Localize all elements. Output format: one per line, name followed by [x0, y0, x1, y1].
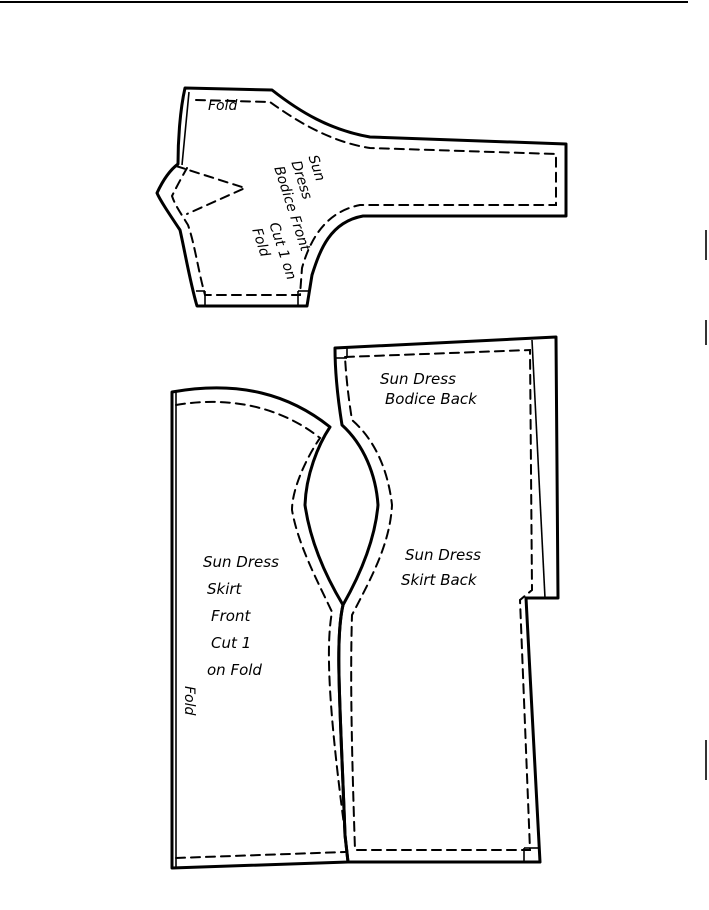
- bodice-back-label-2: Bodice Back: [385, 390, 478, 408]
- center-back-line: [531, 339, 546, 599]
- bodice-front-label-1: Sun: [305, 153, 328, 183]
- skirt-front-piece: Sun Dress Skirt Front Cut 1 on Fold Fold: [170, 386, 350, 870]
- back-piece: Sun Dress Bodice Back Sun Dress Skirt Ba…: [333, 335, 560, 864]
- skirt-front-label-2: Skirt: [207, 580, 243, 598]
- skirt-front-label-4: Cut 1: [211, 634, 251, 652]
- center-back-line: [555, 336, 559, 599]
- skirt-front-label-3: Front: [211, 607, 251, 625]
- skirt-back-label-2: Skirt Back: [401, 571, 478, 589]
- skirt-front-label-1: Sun Dress: [203, 553, 279, 571]
- fold-line: [181, 91, 190, 166]
- back-sew-line: [344, 348, 534, 851]
- skirt-front-sew-line: [175, 400, 347, 841]
- skirt-front-fold-label: Fold: [181, 686, 197, 716]
- bodice-dart: [175, 165, 248, 215]
- bodice-back-label-1: Sun Dress: [380, 370, 456, 388]
- bodice-front-sew-line: [170, 99, 557, 296]
- back-cut-line: [333, 335, 560, 864]
- bodice-front-fold-label: Fold: [208, 98, 238, 114]
- skirt-back-label-1: Sun Dress: [405, 546, 481, 564]
- skirt-front-hem-sew: [175, 851, 346, 859]
- bodice-front-piece: Fold Sun Dress Bodice Front Cut 1 on Fol…: [155, 86, 568, 308]
- bodice-front-cut-line: [155, 86, 568, 308]
- skirt-front-label-5: on Fold: [207, 661, 262, 679]
- skirt-front-cut-line: [170, 386, 350, 870]
